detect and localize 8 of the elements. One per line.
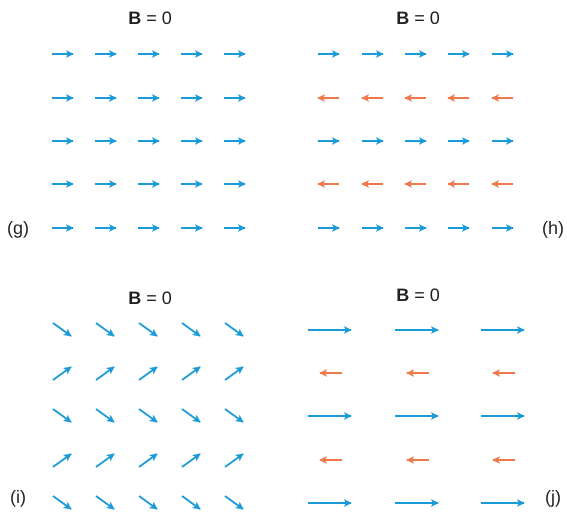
panel-label: (j) [545, 488, 561, 506]
panel-label: (h) [542, 219, 564, 237]
panel-label: (i) [10, 488, 26, 506]
field-label: B = 0 [128, 9, 172, 27]
field-label: B = 0 [396, 286, 440, 304]
field-label: B = 0 [128, 289, 172, 307]
field-label: B = 0 [396, 9, 440, 27]
panel-label: (g) [7, 219, 29, 237]
